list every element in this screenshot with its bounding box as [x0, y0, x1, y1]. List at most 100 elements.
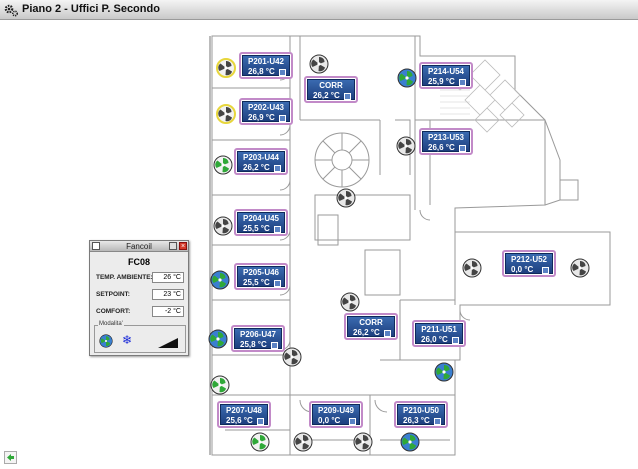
room-temp-value: 26,2 °C — [243, 163, 270, 172]
fan-icon[interactable] — [400, 432, 420, 452]
check-icon — [274, 226, 281, 233]
room-badge: P210-U50 26,3 °C — [397, 404, 445, 425]
fan-icon[interactable] — [216, 58, 236, 78]
fan-icon[interactable] — [309, 54, 329, 74]
back-arrow-icon[interactable] — [4, 451, 17, 464]
room-temp-value: 25,8 °C — [240, 340, 267, 349]
fan-icon[interactable] — [210, 270, 230, 290]
fan-icon[interactable] — [213, 155, 233, 175]
fan-icon[interactable] — [396, 136, 416, 156]
fancoil-popup[interactable]: Fancoil × FC08 TEMP. AMBIENTE: 26 °C SET… — [89, 240, 189, 356]
minimize-icon[interactable] — [169, 242, 177, 250]
setpoint-value-field[interactable]: 23 °C — [152, 289, 184, 300]
fan-icon[interactable] — [216, 104, 236, 124]
check-icon — [274, 165, 281, 172]
check-icon — [279, 115, 286, 122]
fan-icon[interactable] — [282, 347, 302, 367]
temp-row: TEMP. AMBIENTE: 26 °C — [90, 272, 188, 286]
fan-icon[interactable] — [340, 292, 360, 312]
window-menu-icon[interactable] — [92, 242, 100, 250]
close-icon[interactable]: × — [179, 242, 187, 250]
fan-icon[interactable] — [293, 432, 313, 452]
room-name: P202-U43 — [247, 103, 285, 112]
fan-icon[interactable] — [250, 432, 270, 452]
room-temp-value: 26,3 °C — [403, 416, 430, 425]
fan-icon[interactable] — [397, 68, 417, 88]
room-label-p211-u51[interactable]: P211-U51 26,0 °C — [412, 320, 466, 347]
room-badge: P205-U46 25,5 °C — [237, 266, 285, 287]
fan-speed-icon[interactable] — [157, 337, 179, 349]
room-label-p209-u49[interactable]: P209-U49 0,0 °C — [309, 401, 363, 428]
room-label-p214-u54[interactable]: P214-U54 25,9 °C — [419, 62, 473, 89]
room-badge: P213-U53 26,6 °C — [422, 131, 470, 152]
room-name: CORR — [319, 81, 343, 90]
setpoint-row: SETPOINT: 23 °C — [90, 289, 188, 303]
check-icon — [459, 145, 466, 152]
room-badge: CORR 26,2 °C — [307, 79, 355, 100]
room-label-corr-2[interactable]: CORR 26,2 °C — [344, 313, 398, 340]
room-badge: P202-U43 26,9 °C — [242, 101, 290, 122]
check-icon — [257, 418, 264, 425]
fan-icon[interactable] — [213, 216, 233, 236]
check-icon — [349, 418, 356, 425]
room-temp-value: 26,0 °C — [421, 335, 448, 344]
room-temp: 26,0 °C — [416, 335, 462, 345]
room-label-p213-u53[interactable]: P213-U53 26,6 °C — [419, 128, 473, 155]
room-temp: 26,8 °C — [243, 67, 289, 77]
room-label-p206-u47[interactable]: P206-U47 25,8 °C — [231, 325, 285, 352]
popup-title-bar[interactable]: Fancoil × — [90, 241, 188, 252]
check-icon — [271, 342, 278, 349]
room-label-p212-u52[interactable]: P212-U52 0,0 °C — [502, 250, 556, 277]
room-temp: 26,2 °C — [348, 328, 394, 338]
room-badge: P203-U44 26,2 °C — [237, 151, 285, 172]
temp-label: TEMP. AMBIENTE: — [96, 274, 153, 281]
mode-label: Modalita' — [98, 321, 124, 327]
check-icon — [434, 418, 441, 425]
room-label-p205-u46[interactable]: P205-U46 25,5 °C — [234, 263, 288, 290]
fan-icon[interactable] — [570, 258, 590, 278]
room-temp-value: 25,6 °C — [226, 416, 253, 425]
room-temp: 0,0 °C — [506, 265, 552, 275]
setpoint-label: SETPOINT: — [96, 291, 130, 298]
fan-icon[interactable] — [434, 362, 454, 382]
room-name: P214-U54 — [427, 67, 465, 76]
fan-icon[interactable] — [99, 334, 113, 348]
room-label-p207-u48[interactable]: P207-U48 25,6 °C — [217, 401, 271, 428]
check-icon — [279, 69, 286, 76]
fan-icon[interactable] — [336, 188, 356, 208]
room-temp: 25,6 °C — [221, 416, 267, 426]
gear-icon[interactable] — [3, 2, 19, 18]
room-name: P205-U46 — [242, 268, 280, 277]
check-icon — [459, 79, 466, 86]
room-label-p203-u44[interactable]: P203-U44 26,2 °C — [234, 148, 288, 175]
room-temp-value: 0,0 °C — [511, 265, 534, 274]
room-label-p202-u43[interactable]: P202-U43 26,9 °C — [239, 98, 293, 125]
room-name: P207-U48 — [225, 406, 263, 415]
room-badge: P211-U51 26,0 °C — [415, 323, 463, 344]
room-label-p201-u42[interactable]: P201-U42 26,8 °C — [239, 52, 293, 79]
room-label-p210-u50[interactable]: P210-U50 26,3 °C — [394, 401, 448, 428]
fan-icon[interactable] — [210, 375, 230, 395]
room-temp: 25,5 °C — [238, 224, 284, 234]
room-label-p204-u45[interactable]: P204-U45 25,5 °C — [234, 209, 288, 236]
room-badge: P209-U49 0,0 °C — [312, 404, 360, 425]
check-icon — [452, 337, 459, 344]
popup-title: Fancoil — [126, 242, 152, 251]
room-label-corr-1[interactable]: CORR 26,2 °C — [304, 76, 358, 103]
room-temp-value: 26,2 °C — [353, 328, 380, 337]
mode-group: Modalita' ❄ — [94, 321, 186, 353]
room-badge: P206-U47 25,8 °C — [234, 328, 282, 349]
room-name: P203-U44 — [242, 153, 280, 162]
room-badge: P204-U45 25,5 °C — [237, 212, 285, 233]
snowflake-icon[interactable]: ❄ — [122, 333, 133, 347]
room-temp: 26,6 °C — [423, 143, 469, 153]
comfort-label: COMFORT: — [96, 308, 131, 315]
room-temp-value: 26,8 °C — [248, 67, 275, 76]
comfort-value-field[interactable]: -2 °C — [152, 306, 184, 317]
room-name: P212-U52 — [510, 255, 548, 264]
fan-icon[interactable] — [462, 258, 482, 278]
fan-icon[interactable] — [353, 432, 373, 452]
fan-icon[interactable] — [208, 329, 228, 349]
room-temp: 25,5 °C — [238, 278, 284, 288]
room-badge: P214-U54 25,9 °C — [422, 65, 470, 86]
